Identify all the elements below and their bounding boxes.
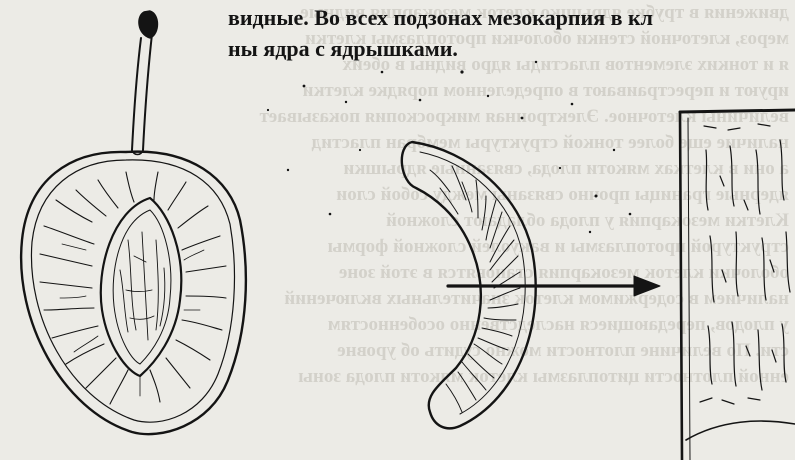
print-specks [267, 61, 631, 233]
fruit-section-drawing [21, 11, 246, 434]
cell-tissue-drawing [680, 110, 795, 460]
